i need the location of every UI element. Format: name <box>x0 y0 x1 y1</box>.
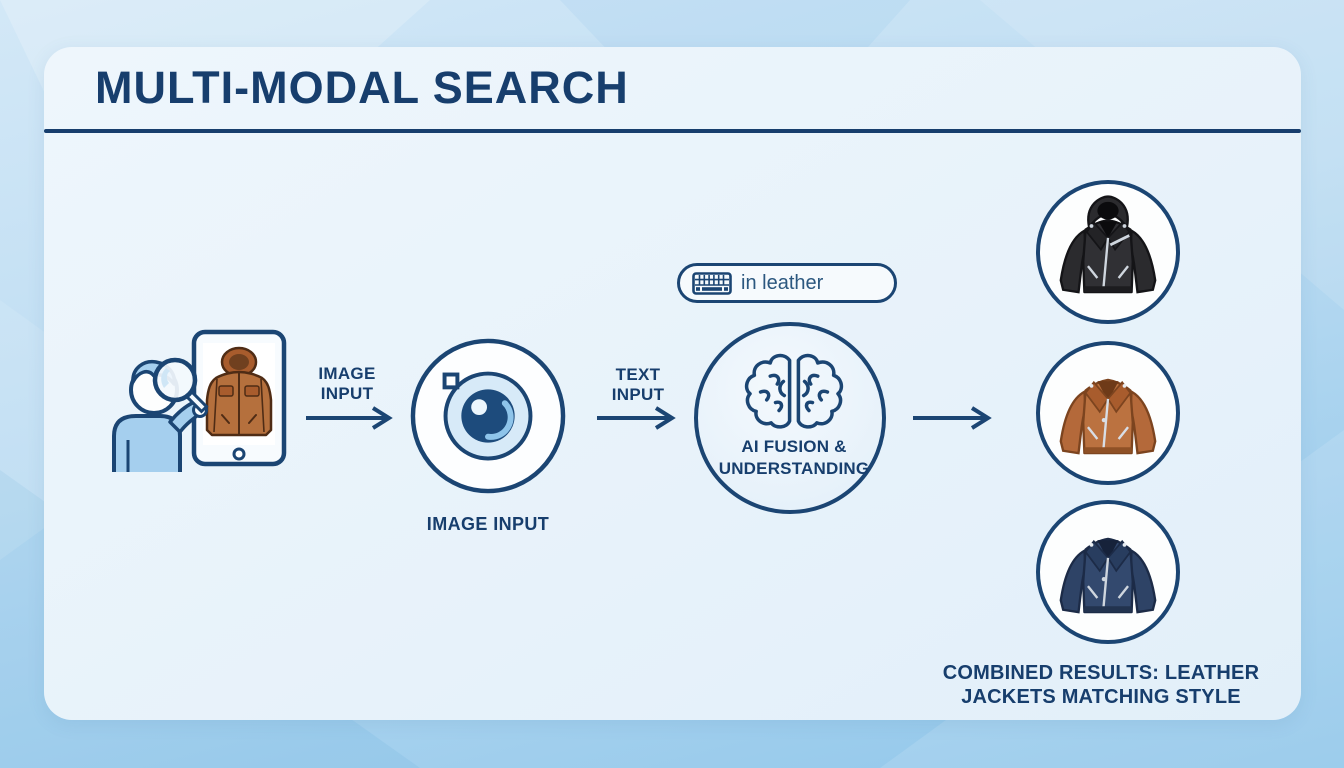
text-query-input: in leather <box>677 263 897 303</box>
brain-icon <box>744 353 844 429</box>
image-input-arrow-label: IMAGE INPUT <box>318 364 376 404</box>
image-input-arrow-icon <box>306 406 393 430</box>
results-caption: COMBINED RESULTS: LEATHER JACKETS MATCHI… <box>942 662 1260 708</box>
black-hooded-leather-jacket-icon <box>1059 195 1157 294</box>
result-item-black-jacket <box>1036 180 1180 324</box>
ai-fusion-label: AI FUSION & UNDERSTANDING <box>718 437 870 479</box>
text-input-arrow-icon <box>597 406 676 430</box>
title-divider <box>44 129 1301 133</box>
result-item-tan-jacket <box>1036 341 1180 485</box>
query-text: in leather <box>741 271 824 294</box>
result-item-navy-jacket <box>1036 500 1180 644</box>
ai-fusion-node: AI FUSION & UNDERSTANDING <box>694 322 886 514</box>
navy-leather-biker-jacket-icon <box>1059 537 1157 614</box>
page-title: MULTI-MODAL SEARCH <box>95 62 629 113</box>
tablet-jacket-image <box>205 346 273 437</box>
keyboard-icon <box>692 271 732 295</box>
person-with-magnifier-tablet-icon <box>112 329 287 472</box>
tablet-icon <box>191 329 287 467</box>
magnifier-icon <box>152 357 209 414</box>
tan-leather-biker-jacket-icon <box>1059 378 1157 455</box>
results-arrow-icon <box>913 406 992 430</box>
camera-lens-icon <box>410 338 566 494</box>
text-input-arrow-label: TEXT INPUT <box>611 365 665 405</box>
camera-stage-caption: IMAGE INPUT <box>426 514 550 534</box>
